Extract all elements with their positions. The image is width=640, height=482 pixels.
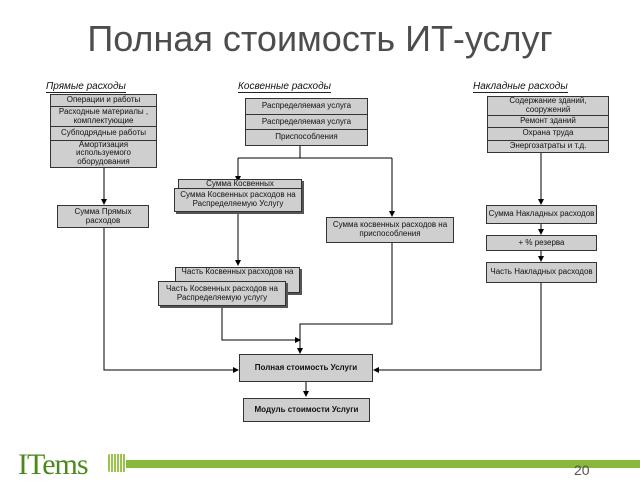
overhead-item: Ремонт зданий — [488, 116, 608, 129]
overhead-share-box: Часть Накладных расходов — [486, 262, 597, 283]
indirect-item: Приспособления — [275, 132, 338, 142]
cost-module-box: Модуль стоимости Услуги — [243, 398, 370, 422]
indirect-item: Распределяемая услуга — [246, 115, 367, 131]
direct-item: Амортизация используемого оборудования — [76, 139, 131, 167]
direct-item: Операции и работы — [51, 95, 156, 108]
overhead-item: Охрана труда — [488, 128, 608, 141]
overhead-item: Содержание зданий, сооружений — [488, 97, 608, 116]
total-cost-box: Полная стоимость Услуги — [239, 354, 373, 382]
column-header-indirect: Косвенные расходы — [238, 81, 331, 93]
page-title: Полная стоимость ИТ-услуг — [87, 18, 553, 59]
direct-costs-list: Операции и работы Расходные материалы , … — [50, 94, 157, 168]
indirect-costs-list: Распределяемая услуга Распределяемая усл… — [245, 98, 368, 146]
indirect-sum-box: Сумма Косвенных расходов на Распределяем… — [174, 188, 302, 212]
footer-bar — [120, 460, 640, 468]
reserve-box: + % резерва — [486, 235, 597, 251]
direct-item: Субподрядные работы — [51, 127, 156, 141]
direct-item: Расходные материалы , комплектующие — [51, 107, 156, 127]
column-header-overhead: Накладные расходы — [473, 81, 568, 93]
overhead-costs-list: Содержание зданий, сооружений Ремонт зда… — [487, 96, 609, 153]
indirect-share-box: Часть Косвенных расходов на Распределяем… — [158, 281, 286, 306]
indirect-item: Распределяемая услуга — [246, 99, 367, 115]
direct-sum-box: Сумма Прямых расходов — [57, 205, 149, 228]
column-header-direct: Прямые расходы — [46, 81, 126, 93]
overhead-sum-box: Сумма Накладных расходов — [486, 205, 597, 224]
logo-grid-icon — [108, 454, 126, 472]
overhead-item: Энергозатраты и т.д. — [509, 140, 587, 150]
indirect-fixtures-sum-box: Сумма косвенных расходов на приспособлен… — [326, 217, 454, 243]
page-number: 20 — [574, 462, 590, 478]
company-logo: ITems — [18, 448, 89, 481]
